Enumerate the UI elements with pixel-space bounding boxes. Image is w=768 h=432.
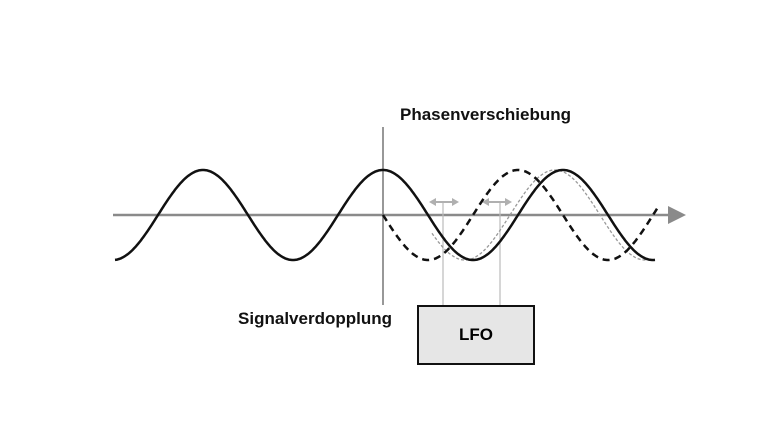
lfo-label: LFO <box>459 325 493 344</box>
signal-doubling-label: Signalverdopplung <box>238 309 392 328</box>
phase-shift-label: Phasenverschiebung <box>400 105 572 124</box>
phase-arrows <box>429 198 512 206</box>
lfo-box: LFO <box>417 305 535 365</box>
axis-arrowhead <box>668 206 686 224</box>
original-signal <box>114 168 656 262</box>
doubled-signal <box>381 168 659 262</box>
